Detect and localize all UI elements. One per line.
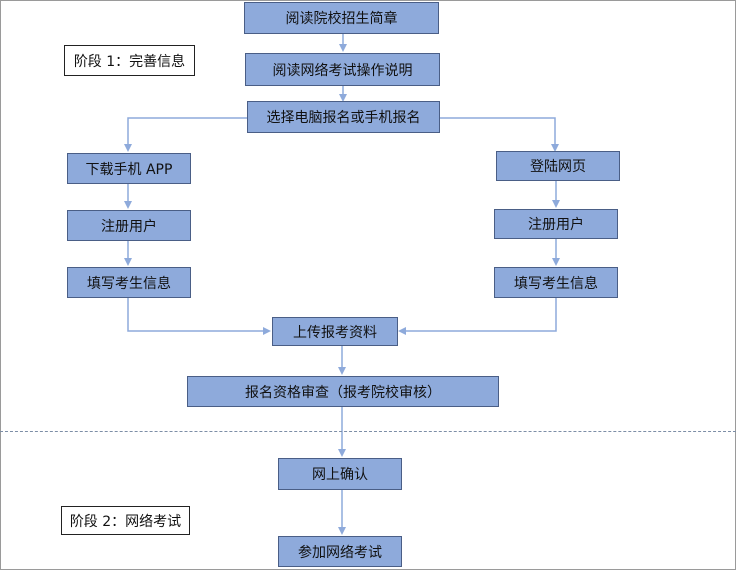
stage-1-label: 阶段 1：完善信息 <box>64 45 195 76</box>
arrow-fill-right-to-upload <box>398 298 557 335</box>
arrow-choose-to-web <box>440 117 559 152</box>
stage-2-label: 阶段 2：网络考试 <box>61 506 190 535</box>
step-choose-method: 选择电脑报名或手机报名 <box>247 101 440 133</box>
step-register-left: 注册用户 <box>67 210 191 241</box>
step-online-exam: 参加网络考试 <box>278 536 402 567</box>
step-upload-materials: 上传报考资料 <box>272 317 398 346</box>
step-fill-info-right: 填写考生信息 <box>494 267 618 298</box>
arrow-choose-to-app <box>124 117 247 152</box>
step-download-app: 下载手机 APP <box>67 153 191 184</box>
step-read-brochure: 阅读院校招生简章 <box>244 2 439 34</box>
step-qualification-review: 报名资格审查（报考院校审核） <box>187 376 499 407</box>
step-register-right: 注册用户 <box>494 209 618 239</box>
step-login-web: 登陆网页 <box>496 151 620 181</box>
stage-divider <box>0 431 736 432</box>
step-online-confirm: 网上确认 <box>278 458 402 490</box>
step-read-instructions: 阅读网络考试操作说明 <box>245 53 440 86</box>
step-fill-info-left: 填写考生信息 <box>67 267 191 298</box>
arrow-fill-left-to-upload <box>127 298 271 335</box>
